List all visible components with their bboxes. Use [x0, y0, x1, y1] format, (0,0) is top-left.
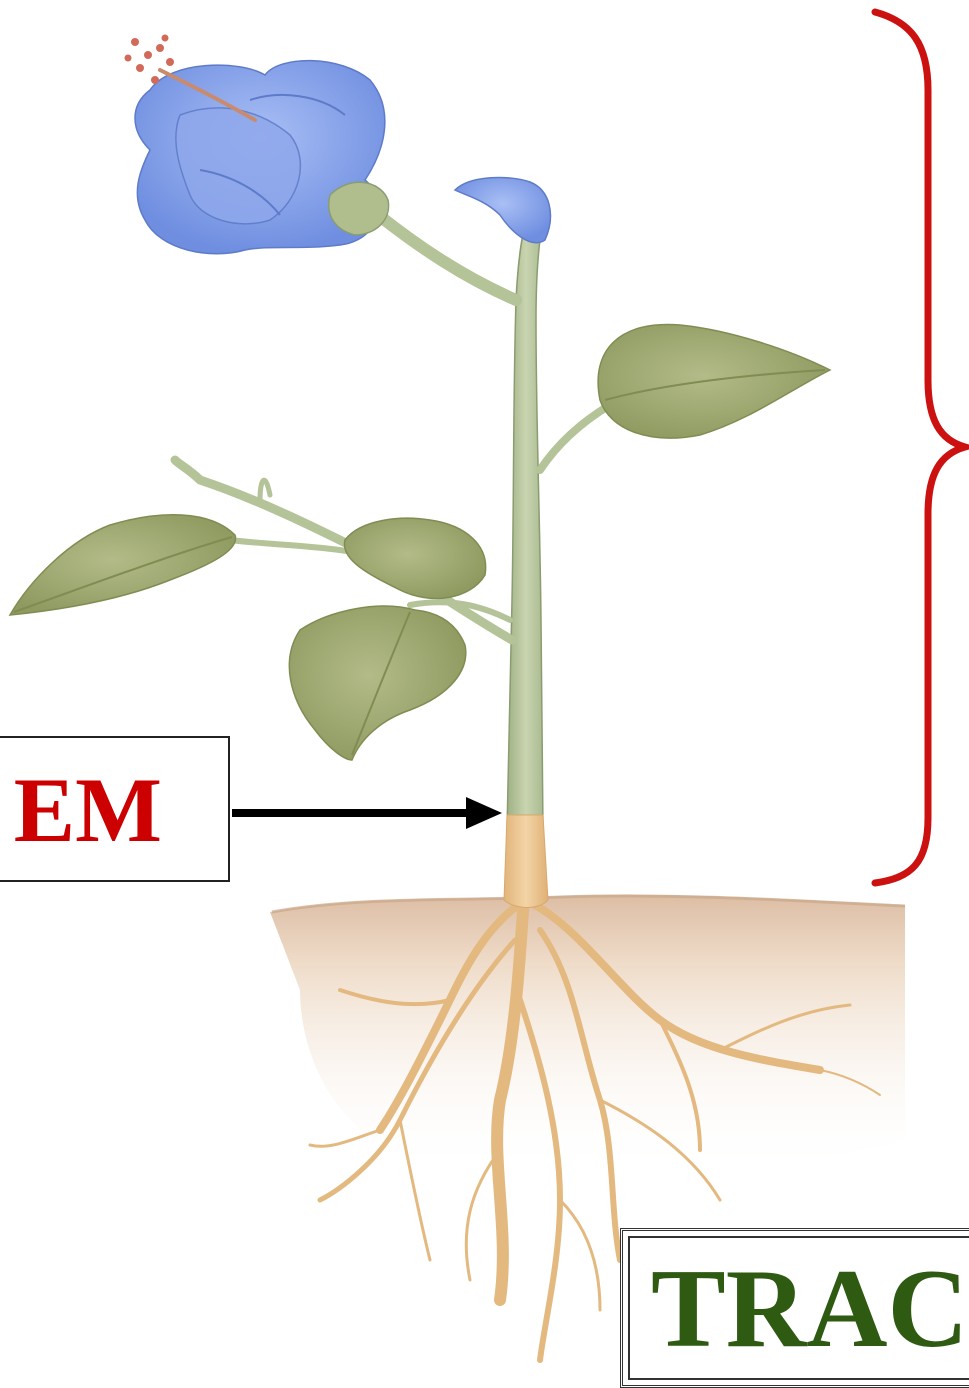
- stem-label: EM: [14, 760, 162, 860]
- soil-area: [270, 895, 905, 1175]
- flower-sepal: [329, 182, 389, 235]
- left-leaf: [10, 515, 236, 615]
- right-arrow-icon: [232, 797, 502, 829]
- lower-leaf: [289, 606, 465, 760]
- left-branch-twig: [260, 480, 270, 500]
- right-curly-brace-icon: [875, 12, 965, 883]
- tracheophyte-label-box: TRACI: [620, 1228, 969, 1388]
- right-leaf: [598, 324, 830, 438]
- flower-bud: [455, 177, 550, 242]
- middle-leaf: [344, 518, 485, 598]
- lower-stem: [504, 815, 548, 908]
- stem-label-box: EM: [0, 736, 230, 882]
- right-leaf-petiole: [540, 405, 610, 470]
- tracheophyte-label: TRACI: [651, 1249, 969, 1369]
